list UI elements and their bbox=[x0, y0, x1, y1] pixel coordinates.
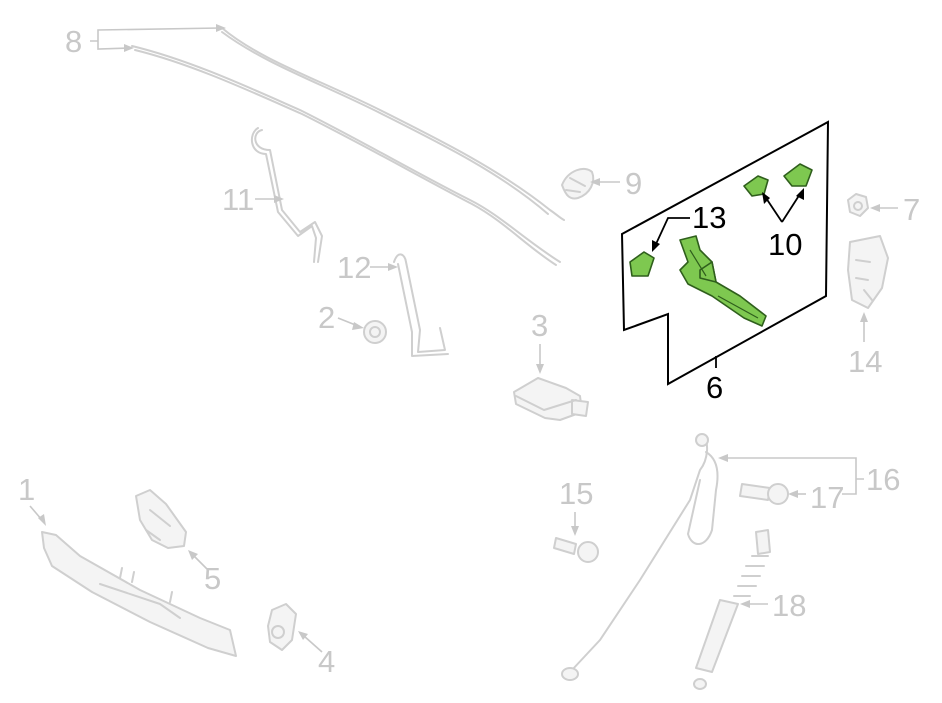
callout-16: 16 bbox=[718, 454, 900, 497]
label-18: 18 bbox=[772, 588, 806, 623]
highlight-panel bbox=[620, 120, 830, 386]
part-14-bracket bbox=[847, 235, 889, 309]
label-14: 14 bbox=[848, 344, 882, 379]
part-10-bumper-left[interactable] bbox=[743, 175, 769, 197]
callout-1: 1 bbox=[18, 472, 46, 526]
label-5: 5 bbox=[204, 561, 221, 596]
label-11: 11 bbox=[222, 182, 254, 217]
callout-15: 15 bbox=[559, 476, 593, 536]
part-11-prop-rod bbox=[250, 127, 323, 263]
label-8: 8 bbox=[65, 24, 82, 59]
label-16: 16 bbox=[866, 462, 900, 497]
callout-17: 17 bbox=[788, 480, 844, 515]
label-7: 7 bbox=[903, 192, 920, 227]
label-4: 4 bbox=[318, 644, 335, 679]
part-2-grommet bbox=[363, 320, 387, 344]
callout-14: 14 bbox=[848, 312, 882, 379]
part-8-release-cable bbox=[131, 27, 565, 266]
label-10: 10 bbox=[768, 227, 802, 262]
label-2: 2 bbox=[318, 300, 335, 335]
callout-18: 18 bbox=[740, 588, 806, 623]
label-3: 3 bbox=[531, 308, 548, 343]
callout-6: 6 bbox=[706, 356, 723, 405]
part-17-bolt bbox=[739, 483, 789, 505]
part-6-hinge[interactable] bbox=[679, 235, 767, 327]
part-7-nut bbox=[847, 193, 869, 217]
part-12-rod bbox=[393, 253, 449, 357]
callout-4: 4 bbox=[298, 631, 335, 679]
callout-7: 7 bbox=[870, 192, 920, 227]
part-5-striker bbox=[135, 489, 187, 549]
callout-8: 8 bbox=[65, 24, 226, 59]
part-15-bolt bbox=[553, 537, 599, 563]
callout-2: 2 bbox=[318, 300, 364, 335]
callout-9: 9 bbox=[590, 166, 642, 201]
callout-12: 12 bbox=[337, 250, 398, 285]
label-17: 17 bbox=[810, 480, 844, 515]
part-1-support bbox=[41, 531, 237, 657]
part-3-sensor bbox=[513, 377, 589, 421]
label-1: 1 bbox=[18, 472, 35, 507]
part-18-strut bbox=[693, 529, 771, 690]
callout-10: 10 bbox=[762, 188, 804, 262]
part-13-clip[interactable] bbox=[629, 251, 655, 277]
label-9: 9 bbox=[625, 166, 642, 201]
callout-5: 5 bbox=[188, 550, 221, 596]
part-4-latch bbox=[267, 603, 297, 651]
part-9-clip bbox=[561, 167, 595, 200]
label-12: 12 bbox=[337, 250, 371, 285]
label-6: 6 bbox=[706, 370, 723, 405]
callout-13: 13 bbox=[652, 200, 726, 252]
label-15: 15 bbox=[559, 476, 593, 511]
callout-3: 3 bbox=[531, 308, 548, 374]
part-10-bumper-right[interactable] bbox=[783, 163, 813, 187]
label-13: 13 bbox=[692, 200, 726, 235]
part-16-cable bbox=[561, 433, 719, 681]
callout-11: 11 bbox=[222, 182, 284, 217]
